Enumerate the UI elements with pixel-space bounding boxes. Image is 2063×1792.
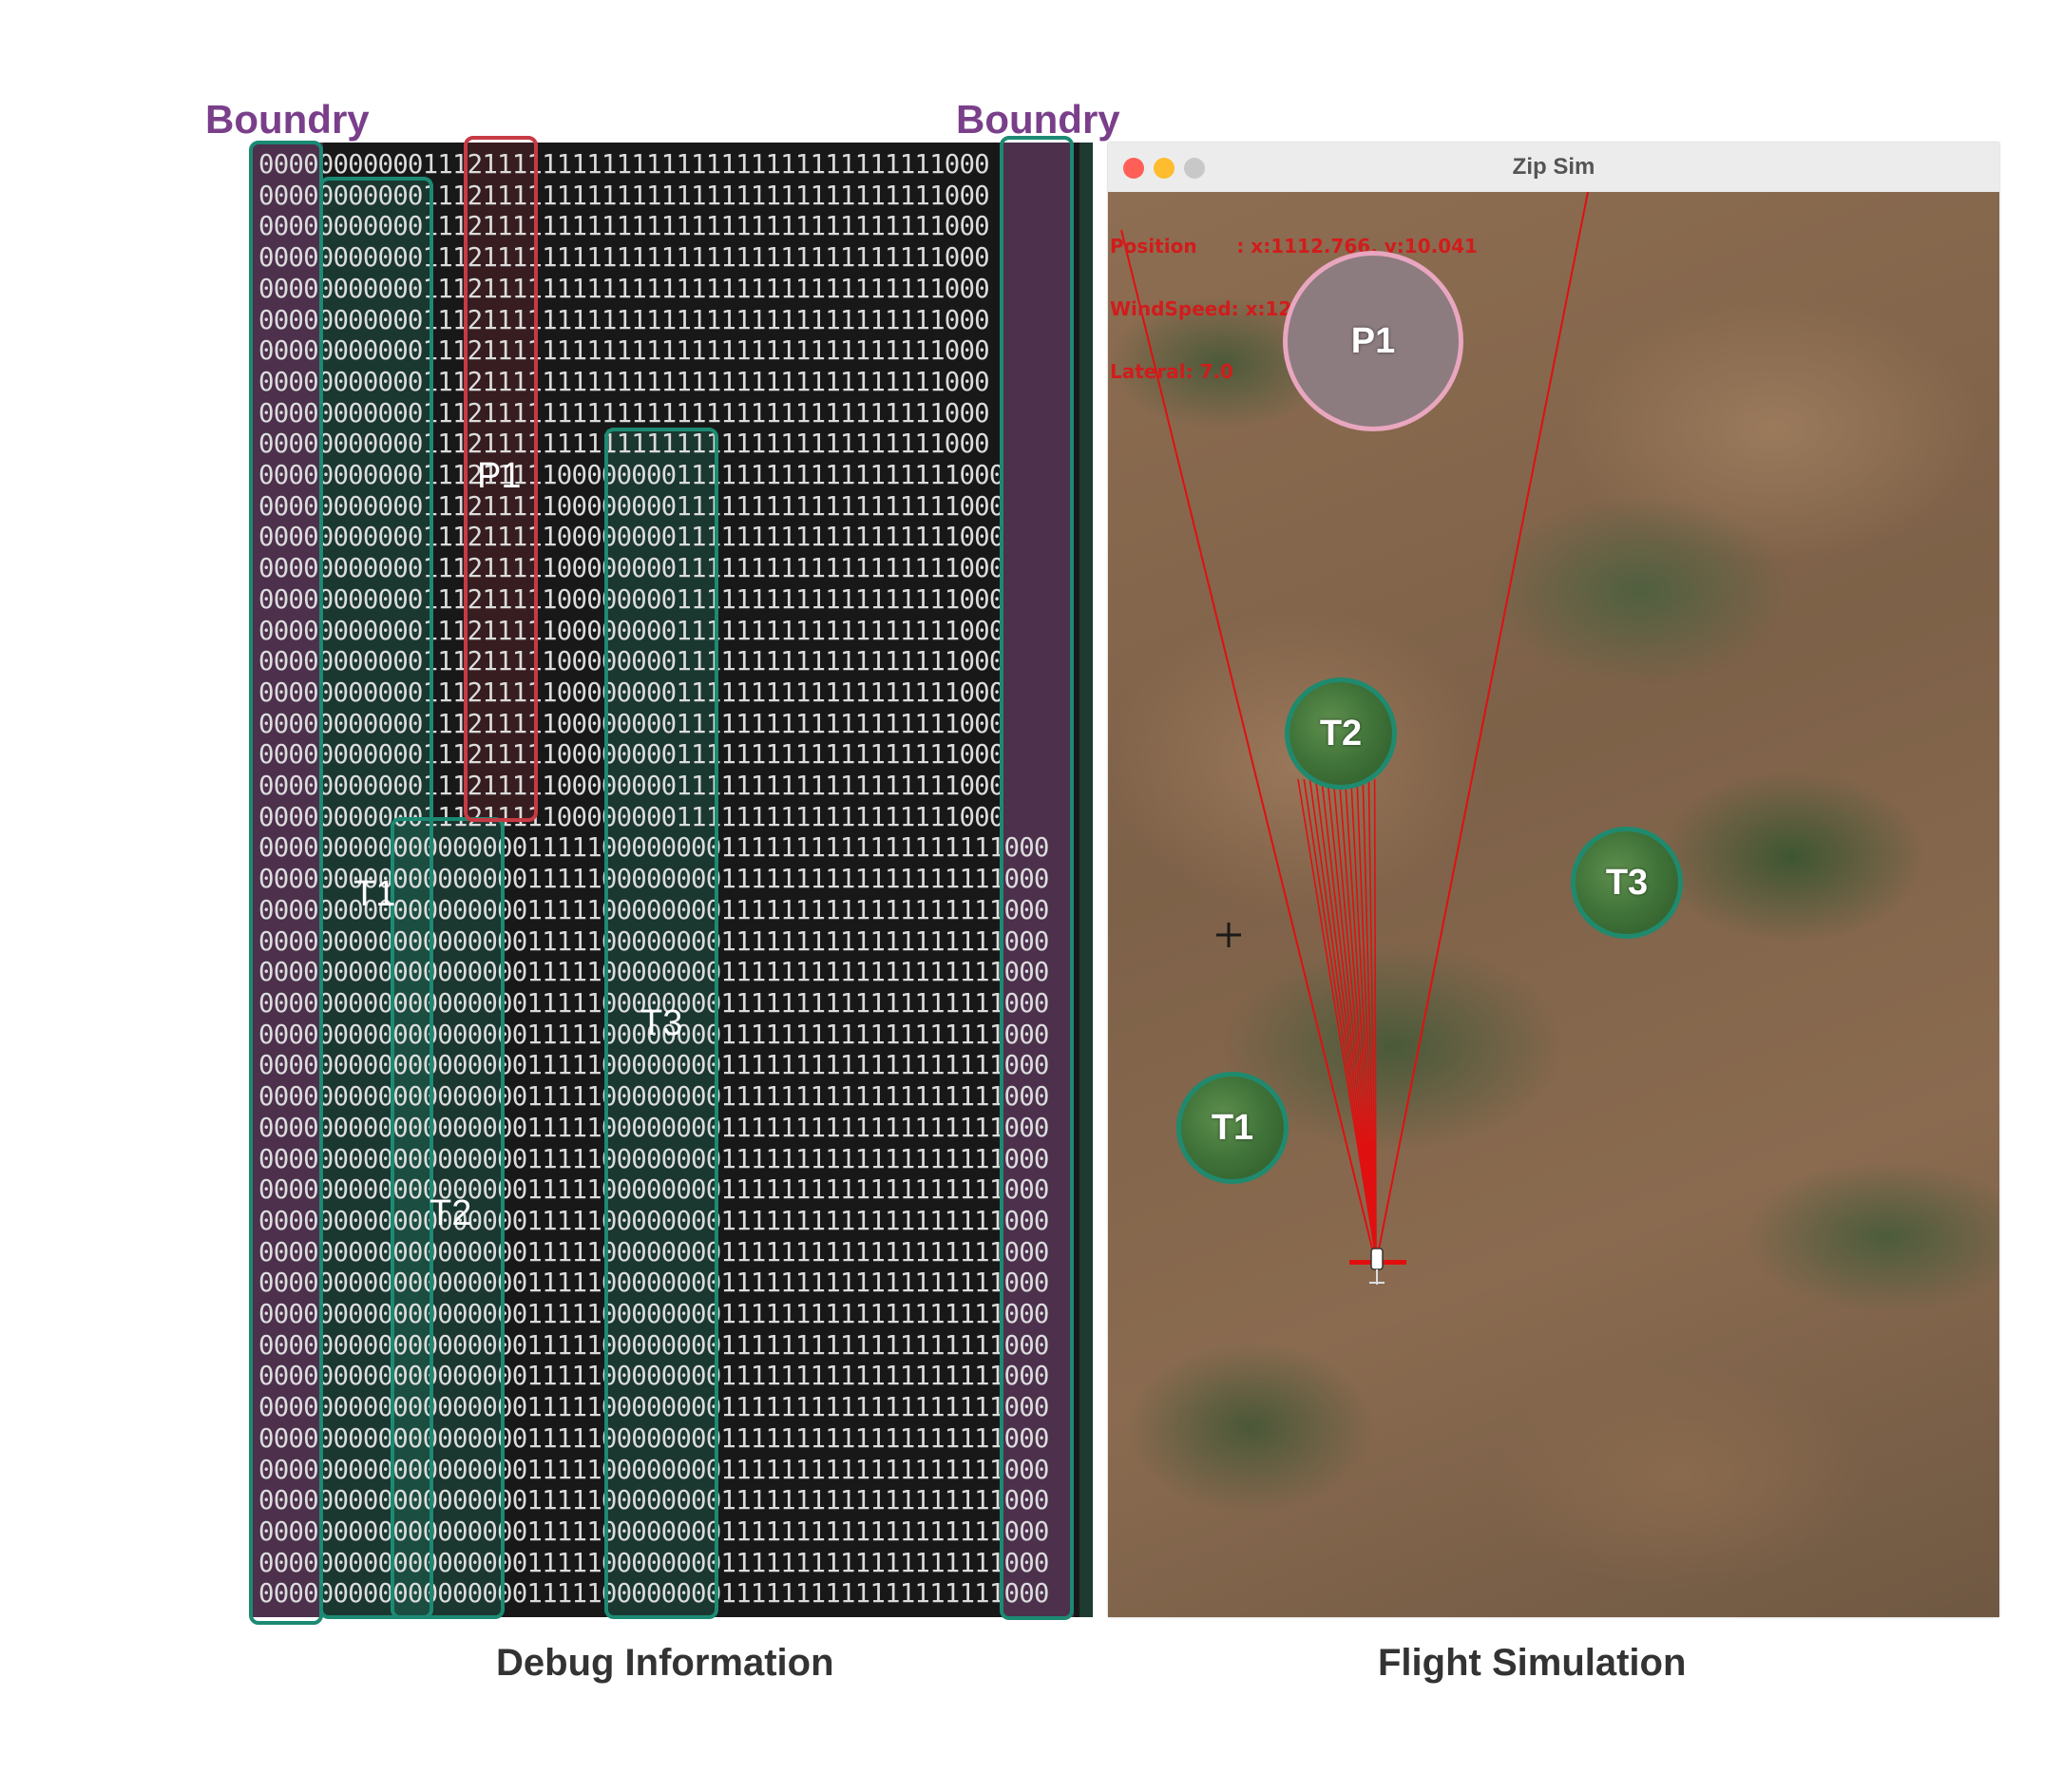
sensor-ray — [1303, 778, 1377, 1259]
zip-sim-window: Zip Sim Position : x:1112.766, y:10.041 … — [1108, 143, 1999, 1617]
sensor-ray — [1367, 778, 1377, 1259]
boundary-column-left — [253, 143, 323, 1617]
hud-lateral: Lateral: 7.0 — [1110, 360, 1233, 383]
sensor-ray — [1321, 778, 1377, 1259]
p1-marker[interactable]: P1 — [1283, 251, 1463, 431]
t3-box — [604, 428, 718, 1619]
boundary-box-left — [249, 141, 323, 1625]
caption-debug-information: Debug Information — [496, 1642, 834, 1684]
t3-tint — [606, 429, 715, 1617]
sensor-ray — [1362, 778, 1377, 1259]
sensor-ray — [1338, 778, 1377, 1259]
t1-label: T1 — [353, 874, 396, 914]
sensor-ray — [1297, 778, 1377, 1259]
caption-flight-simulation: Flight Simulation — [1378, 1642, 1687, 1684]
satellite-map[interactable] — [1108, 192, 1999, 1617]
t2-tint — [393, 819, 502, 1617]
sensor-ray — [1308, 778, 1377, 1259]
terminal-scrollbar[interactable] — [1079, 143, 1093, 1617]
boundry-label-right: Boundry — [956, 97, 1120, 142]
sensor-ray — [1327, 778, 1377, 1259]
boundary-column-right — [1003, 143, 1074, 1617]
hud-position: Position : x:1112.766, y:10.041 — [1110, 235, 1478, 257]
boundary-box-right — [1000, 136, 1074, 1620]
sensor-ray — [1314, 778, 1377, 1259]
sensor-ray — [1373, 778, 1377, 1259]
t3-marker-label: T3 — [1605, 862, 1649, 903]
aircraft-icon — [1349, 1248, 1406, 1285]
sensor-ray — [1350, 778, 1377, 1259]
t2-marker[interactable]: T2 — [1285, 677, 1397, 790]
p1-label: P1 — [477, 456, 522, 496]
boundry-label-left: Boundry — [205, 97, 370, 142]
sensor-rays — [1297, 778, 1377, 1259]
close-button[interactable] — [1123, 158, 1144, 179]
p1-box — [464, 136, 538, 822]
window-title: Zip Sim — [1512, 154, 1595, 180]
t3-marker[interactable]: T3 — [1571, 827, 1683, 939]
debug-grid: 0000000000011121111111111111111111111111… — [258, 150, 1049, 1610]
p1-tint — [466, 143, 534, 823]
sensor-ray — [1356, 778, 1377, 1259]
corridor-line-left — [1120, 229, 1377, 1265]
sim-overlay — [1120, 192, 1589, 1285]
t1-marker-label: T1 — [1211, 1107, 1254, 1148]
crosshair-icon — [1216, 923, 1241, 947]
t3-label: T3 — [640, 1003, 683, 1043]
t1-box — [319, 177, 433, 1619]
window-titlebar[interactable]: Zip Sim — [1108, 143, 1999, 193]
t1-marker[interactable]: T1 — [1176, 1072, 1289, 1184]
t2-label: T2 — [430, 1193, 472, 1233]
t1-tint — [323, 179, 431, 1617]
sensor-ray — [1332, 778, 1377, 1259]
maximize-button[interactable] — [1184, 158, 1205, 179]
p1-marker-label: P1 — [1350, 320, 1396, 361]
t2-box — [391, 817, 505, 1619]
corridor-line-right — [1375, 192, 1589, 1265]
t2-marker-label: T2 — [1319, 713, 1363, 753]
sensor-ray — [1344, 778, 1377, 1259]
debug-terminal: 0000000000011121111111111111111111111111… — [253, 143, 1093, 1617]
minimize-button[interactable] — [1154, 158, 1175, 179]
